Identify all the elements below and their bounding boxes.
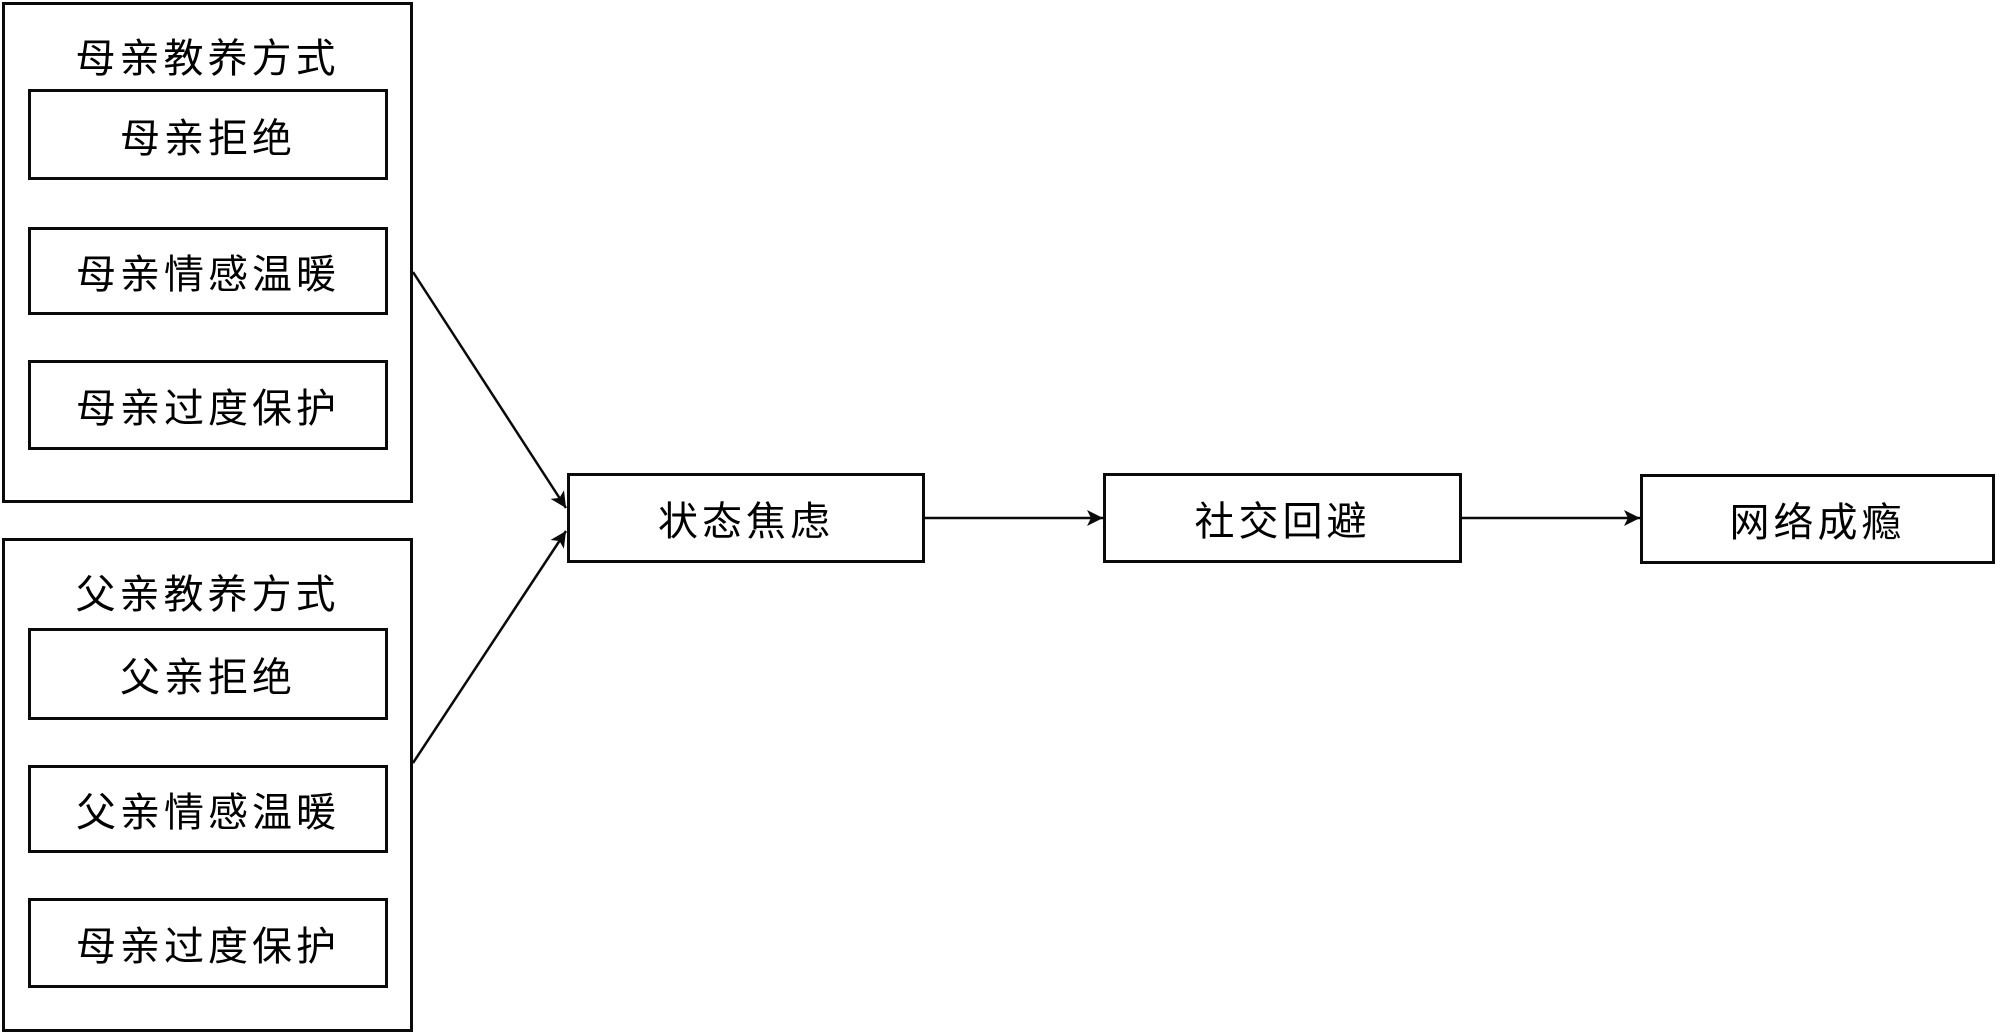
father-parenting-group: 父亲教养方式 父亲拒绝 父亲情感温暖 母亲过度保护 [2, 538, 413, 1032]
father-emotional-warmth-box: 父亲情感温暖 [28, 765, 388, 853]
mother-emotional-warmth-box: 母亲情感温暖 [28, 227, 388, 315]
arrow-father-group-to-state-anxiety [411, 530, 568, 764]
father-group-title: 父亲教养方式 [75, 572, 340, 617]
mother-parenting-group: 母亲教养方式 母亲拒绝 母亲情感温暖 母亲过度保护 [2, 2, 413, 503]
mother-overprotection-box: 母亲过度保护 [28, 360, 388, 450]
mother-group-title: 母亲教养方式 [75, 36, 340, 81]
internet-addiction-node: 网络成瘾 [1640, 474, 1995, 564]
father-group-overprotection-box: 母亲过度保护 [28, 898, 388, 988]
father-rejection-box: 父亲拒绝 [28, 628, 388, 720]
arrow-mother-group-to-state-anxiety [411, 271, 568, 509]
social-avoidance-node: 社交回避 [1103, 473, 1462, 563]
mother-rejection-box: 母亲拒绝 [28, 89, 388, 180]
state-anxiety-node: 状态焦虑 [567, 473, 925, 563]
